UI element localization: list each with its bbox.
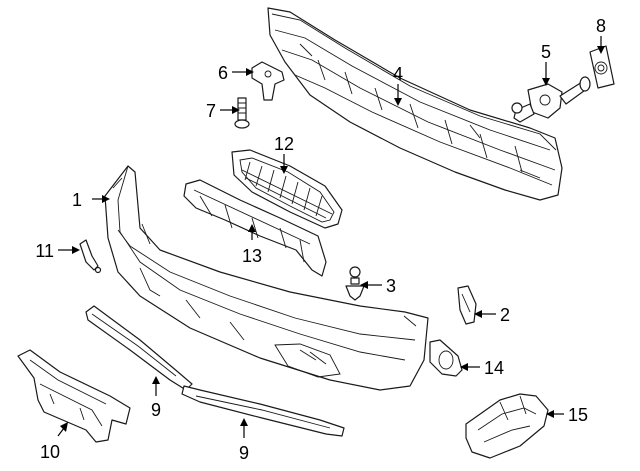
callout-9-lower: 9 bbox=[239, 418, 249, 463]
part-2-bracket bbox=[457, 285, 477, 325]
callout-11-label: 11 bbox=[35, 241, 54, 261]
callout-7: 7 bbox=[206, 101, 240, 121]
callout-12-label: 12 bbox=[274, 134, 294, 154]
callout-15-label: 15 bbox=[568, 405, 588, 425]
callout-6: 6 bbox=[218, 63, 254, 83]
callout-5-label: 5 bbox=[541, 42, 551, 62]
callout-8: 8 bbox=[596, 16, 606, 54]
callout-9-upper-label: 9 bbox=[151, 400, 161, 420]
callout-3: 3 bbox=[360, 276, 396, 296]
callout-12: 12 bbox=[274, 134, 294, 174]
part-11-clip bbox=[79, 239, 102, 274]
part-1-bumper-cover bbox=[104, 165, 429, 391]
callout-2: 2 bbox=[474, 305, 510, 325]
callout-1: 1 bbox=[72, 190, 110, 210]
part-6-bracket bbox=[251, 61, 285, 101]
callout-13: 13 bbox=[242, 224, 262, 266]
part-14-fog-bezel bbox=[429, 339, 463, 377]
callout-13-label: 13 bbox=[242, 246, 262, 266]
part-7-bolt bbox=[234, 97, 250, 129]
callout-5: 5 bbox=[541, 42, 551, 86]
callout-2-label: 2 bbox=[500, 305, 510, 325]
callout-4-label: 4 bbox=[393, 64, 403, 84]
callout-10-label: 10 bbox=[40, 442, 60, 462]
callout-15: 15 bbox=[546, 405, 588, 425]
part-13-lower-bracket bbox=[183, 179, 327, 277]
callout-7-label: 7 bbox=[206, 101, 216, 121]
callout-6-label: 6 bbox=[218, 63, 228, 83]
part-3-clip bbox=[345, 266, 365, 301]
callout-9-upper: 9 bbox=[151, 376, 161, 420]
callout-8-label: 8 bbox=[596, 16, 606, 36]
callout-3-label: 3 bbox=[386, 276, 396, 296]
callout-14-label: 14 bbox=[484, 358, 504, 378]
part-10-license-bracket bbox=[17, 349, 131, 443]
callout-1-label: 1 bbox=[72, 190, 82, 210]
part-4-reinforcement-bar bbox=[267, 7, 563, 201]
callout-4: 4 bbox=[393, 64, 403, 106]
part-9-molding-lower bbox=[181, 385, 345, 437]
part-12-grille bbox=[231, 149, 343, 229]
callout-14: 14 bbox=[460, 358, 504, 378]
part-5-mount-bracket bbox=[511, 76, 591, 123]
part-15-bracket bbox=[465, 393, 549, 459]
callout-10: 10 bbox=[40, 422, 68, 462]
part-8-plate bbox=[589, 45, 615, 89]
callout-11: 11 bbox=[35, 241, 80, 261]
callout-9-lower-label: 9 bbox=[239, 443, 249, 463]
